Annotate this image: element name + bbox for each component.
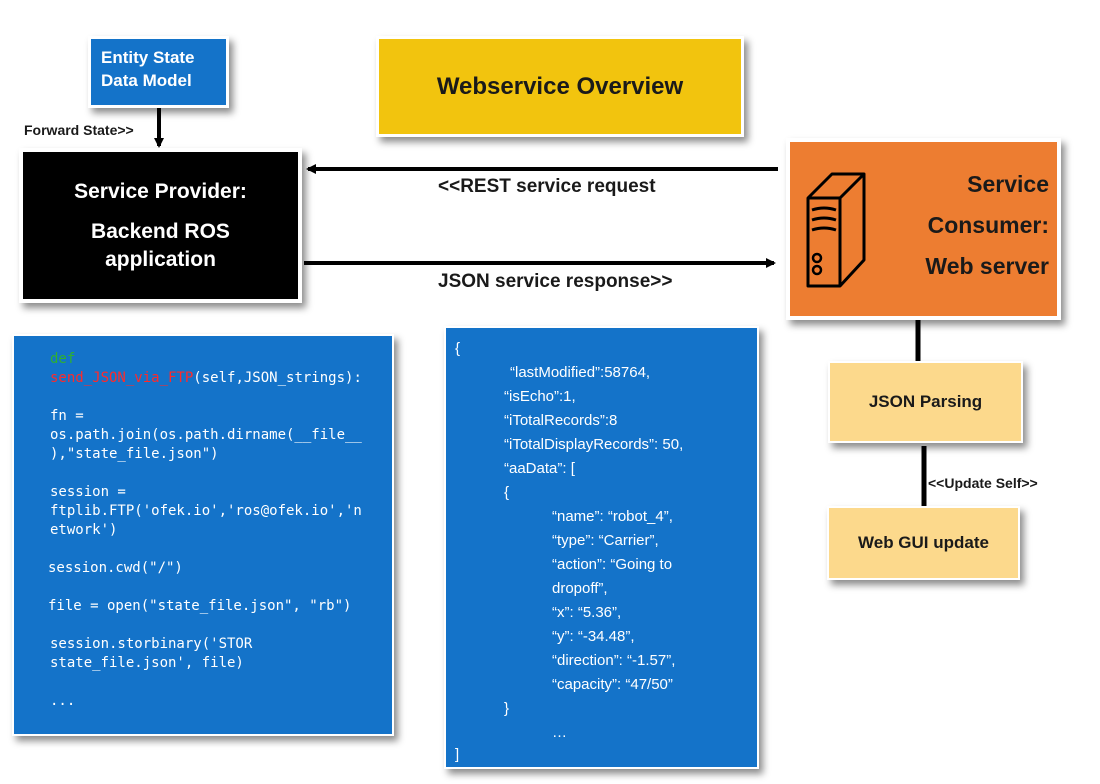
json-line: dropoff”, (552, 580, 608, 597)
json-line: ] (455, 746, 460, 763)
json-line: “x”: “5.36”, (552, 604, 622, 621)
json-line: “y”: “-34.48”, (552, 628, 635, 645)
code-line: etwork') (50, 522, 118, 538)
code-line: session = (50, 484, 126, 500)
json-line: “lastModified”:58764, (510, 364, 651, 381)
json-line: “isEcho”:1, (504, 388, 576, 405)
page-title: Webservice Overview (436, 72, 684, 100)
title-box: Webservice Overview (376, 36, 744, 137)
code-line: file = open("state_file.json", "rb") (48, 598, 352, 614)
update-self-label: <<Update Self>> (928, 475, 1038, 491)
consumer-line2: Consumer: (927, 212, 1049, 238)
json-line: “type”: “Carrier”, (552, 532, 659, 549)
json-parsing-box: JSON Parsing (828, 361, 1023, 443)
json-line: { (504, 484, 510, 501)
service-provider-box: Service Provider: Backend ROS applicatio… (19, 148, 302, 303)
consumer-line1: Service (967, 171, 1049, 197)
code-line: os.path.join(os.path.dirname(__file__ (50, 427, 362, 443)
provider-line1: Service Provider: (74, 180, 247, 203)
consumer-line3: Web server (925, 253, 1049, 279)
web-gui-update-label: Web GUI update (858, 533, 989, 552)
service-consumer-box: Service Consumer: Web server (786, 138, 1061, 320)
code-line: fn = (50, 408, 84, 424)
server-tower-icon (806, 172, 866, 288)
web-gui-update-box: Web GUI update (827, 506, 1020, 580)
json-line: “capacity”: “47/50” (552, 676, 673, 693)
code-line: state_file.json', file) (50, 655, 244, 671)
rest-request-label: <<REST service request (438, 176, 656, 197)
entity-box-line1: Entity State (101, 48, 195, 67)
json-line: “name”: “robot_4”, (552, 508, 673, 525)
json-line: “iTotalDisplayRecords”: 50, (504, 436, 684, 453)
json-line: “direction”: “-1.57”, (552, 652, 676, 669)
json-line: … (552, 724, 567, 741)
json-line: } (504, 700, 510, 717)
code-line: session.storbinary('STOR (50, 636, 253, 652)
code-def-keyword: def (50, 351, 76, 367)
code-line: ... (50, 693, 76, 709)
python-code: def send_JSON_via_FTP(self,JSON_strings):… (48, 350, 362, 711)
code-line: ),"state_file.json") (50, 446, 219, 462)
code-line: ftplib.FTP('ofek.io','ros@ofek.io','n (50, 503, 362, 519)
json-line: “action”: “Going to (552, 556, 673, 573)
json-line: { (455, 340, 461, 357)
code-function-name: send_JSON_via_FTP (50, 370, 194, 386)
entity-box-line2: Data Model (101, 71, 192, 90)
json-line: “aaData”: [ (504, 460, 575, 477)
json-code-panel: { “lastModified”:58764, “isEcho”:1, “iTo… (444, 326, 759, 769)
code-function-params: (self,JSON_strings): (193, 370, 362, 386)
provider-line3: application (105, 248, 216, 271)
entity-state-data-model-box: Entity State Data Model (88, 36, 229, 108)
json-parsing-label: JSON Parsing (868, 392, 983, 411)
json-line: “iTotalRecords”:8 (504, 412, 618, 429)
code-line: session.cwd("/") (48, 560, 183, 576)
forward-state-label: Forward State>> (24, 122, 134, 138)
json-response-label: JSON service response>> (438, 271, 673, 292)
provider-line2: Backend ROS (91, 220, 230, 243)
python-code-panel: def send_JSON_via_FTP(self,JSON_strings):… (12, 334, 394, 736)
